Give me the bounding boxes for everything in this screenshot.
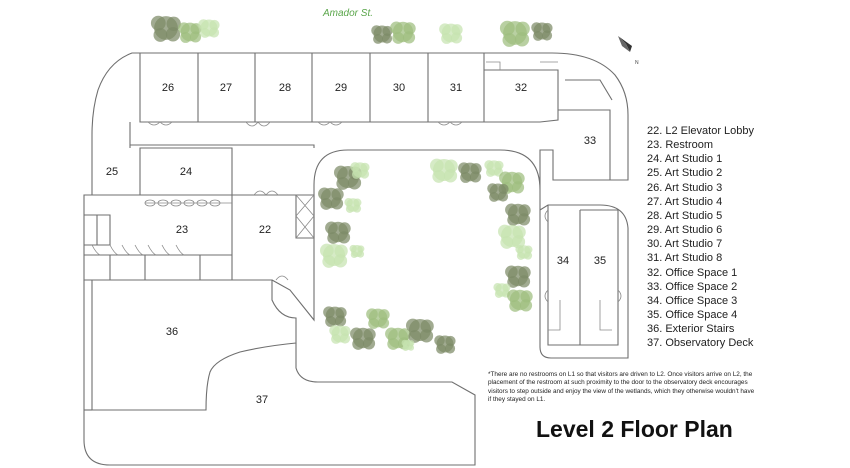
- legend-item: 26. Art Studio 3: [647, 181, 723, 194]
- room-number-28: 28: [279, 82, 291, 94]
- tree-canopy-icon: [198, 19, 220, 38]
- room-number-26: 26: [162, 82, 174, 94]
- tree-canopy-icon: [385, 327, 411, 350]
- room-number-33: 33: [584, 135, 596, 147]
- tree-canopy-icon: [318, 187, 344, 210]
- tree-canopy-icon: [429, 158, 458, 183]
- tree-canopy-icon: [497, 224, 526, 249]
- legend-item: 36. Exterior Stairs: [647, 323, 735, 336]
- legend-item: 27. Art Studio 4: [647, 195, 723, 208]
- room-number-37: 37: [256, 394, 268, 406]
- tree-canopy-icon: [505, 203, 531, 226]
- tree-canopy-icon: [349, 244, 365, 258]
- building-walls: [83, 52, 629, 466]
- tree-canopy-icon: [350, 327, 376, 350]
- north-arrow-icon: N: [618, 36, 639, 66]
- page-title: Level 2 Floor Plan: [536, 416, 733, 442]
- tree-canopy-icon: [458, 162, 482, 183]
- tree-canopy-icon: [507, 289, 533, 312]
- legend-item: 34. Office Space 3: [647, 294, 738, 307]
- legend-item: 37. Observatory Deck: [647, 337, 754, 350]
- room-number-25: 25: [106, 166, 118, 178]
- tree-canopy-icon: [178, 22, 202, 43]
- legend-item: 23. Restroom: [647, 139, 714, 152]
- legend-item: 32. Office Space 1: [647, 266, 738, 279]
- restroom-fixtures: [144, 199, 221, 207]
- tree-canopy-icon: [515, 244, 533, 260]
- legend-item: 24. Art Studio 1: [647, 153, 723, 166]
- room-number-31: 31: [450, 82, 462, 94]
- tree-canopy-group: [150, 15, 553, 354]
- tree-canopy-icon: [531, 22, 553, 41]
- room-number-27: 27: [220, 82, 232, 94]
- legend-item: 25. Art Studio 2: [647, 167, 723, 180]
- room-number-32: 32: [515, 82, 527, 94]
- tree-canopy-icon: [344, 197, 362, 213]
- tree-canopy-icon: [319, 243, 348, 268]
- tree-canopy-icon: [371, 25, 393, 44]
- tree-canopy-icon: [484, 160, 504, 177]
- tree-canopy-icon: [439, 23, 463, 44]
- legend-item: 31. Art Studio 8: [647, 252, 723, 265]
- tree-canopy-icon: [499, 20, 530, 47]
- room-number-35: 35: [594, 255, 606, 267]
- tree-canopy-icon: [401, 339, 415, 351]
- tree-canopy-icon: [487, 183, 509, 202]
- legend-item: 29. Art Studio 6: [647, 224, 723, 237]
- room-number-23: 23: [176, 224, 188, 236]
- tree-canopy-icon: [323, 306, 347, 327]
- tree-canopy-icon: [405, 318, 434, 343]
- tree-canopy-icon: [325, 221, 351, 244]
- legend-item: 22. L2 Elevator Lobby: [647, 125, 755, 137]
- tree-canopy-icon: [329, 325, 351, 344]
- room-number-29: 29: [335, 82, 347, 94]
- tree-canopy-icon: [434, 335, 456, 354]
- room-number-22: 22: [259, 224, 271, 236]
- tree-canopy-icon: [390, 21, 416, 44]
- room-number-34: 34: [557, 255, 569, 267]
- room-number-30: 30: [393, 82, 405, 94]
- street-label: Amador St.: [322, 8, 373, 19]
- tree-canopy-icon: [350, 162, 370, 179]
- legend-item: 33. Office Space 2: [647, 280, 738, 293]
- restroom-note: *There are no restrooms on L1 so that vi…: [488, 371, 755, 403]
- room-number-24: 24: [180, 166, 192, 178]
- legend-item: 35. Office Space 4: [647, 309, 738, 322]
- tree-canopy-icon: [366, 308, 390, 329]
- door-swings: [91, 121, 622, 303]
- tree-canopy-icon: [150, 15, 181, 42]
- legend-item: 28. Art Studio 5: [647, 209, 723, 222]
- room-labels: 22 23 24 25 26 27 28 29 30 31 32 33 34 35 36 37: [106, 82, 606, 406]
- tree-canopy-icon: [505, 265, 531, 288]
- legend-item: 30. Art Studio 7: [647, 238, 723, 251]
- compass-label: N: [635, 60, 639, 66]
- tree-canopy-icon: [493, 282, 511, 298]
- room-number-36: 36: [166, 326, 178, 338]
